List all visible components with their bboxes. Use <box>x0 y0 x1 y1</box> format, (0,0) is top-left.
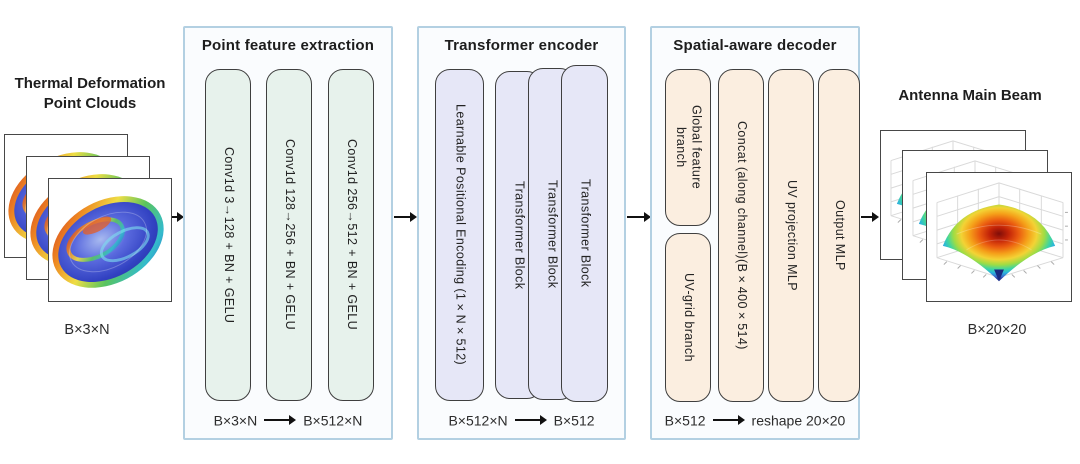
panel-spatial-aware-decoder: Spatial-aware decoder Global feature bra… <box>650 26 860 440</box>
uv-projection-mlp-label: UV projection MLP <box>784 179 799 291</box>
conv1d-block-2-label: Conv1d 128→256 + BN + GELU <box>282 139 297 331</box>
beam-surface-art <box>936 182 1068 282</box>
flow-from: B×3×N <box>213 412 258 428</box>
flow-to: B×512 <box>553 412 595 428</box>
global-feature-branch-block: Global feature branch <box>665 69 711 226</box>
conv1d-block-1: Conv1d 3→128 + BN + GELU <box>205 69 251 401</box>
positional-encoding-block: Learnable Positional Encoding (1×N×512) <box>435 69 484 401</box>
concat-label: Concat (along channel)(B×400×514) <box>734 121 749 350</box>
decoder-shape-flow: B×512 reshape 20×20 <box>652 411 858 428</box>
concat-block: Concat (along channel)(B×400×514) <box>718 69 764 402</box>
uv-grid-branch-block: UV-grid branch <box>665 233 711 402</box>
extraction-shape-flow: B×3×N B×512×N <box>185 411 391 428</box>
flow-to: reshape 20×20 <box>751 412 846 428</box>
conv1d-block-3-label: Conv1d 256→512 + BN + GELU <box>344 139 359 331</box>
output-dim-label: B×20×20 <box>967 322 1027 338</box>
transformer-block-2-label: Transformer Block <box>545 179 560 289</box>
point-cloud-frame-front <box>48 178 172 302</box>
conv1d-block-3: Conv1d 256→512 + BN + GELU <box>328 69 374 401</box>
conv1d-block-1-label: Conv1d 3→128 + BN + GELU <box>221 146 236 324</box>
beam-frame-front <box>926 172 1072 302</box>
transformer-block-3: Transformer Block <box>561 65 608 402</box>
point-cloud-art <box>52 196 164 288</box>
panel-point-feature-extraction: Point feature extraction Conv1d 3→128 + … <box>183 26 393 440</box>
arrow-icon <box>712 415 745 425</box>
flow-from: B×512 <box>664 412 706 428</box>
uv-grid-branch-label: UV-grid branch <box>681 273 696 362</box>
positional-encoding-label: Learnable Positional Encoding (1×N×512) <box>453 104 468 366</box>
panel-title: Point feature extraction <box>201 37 375 54</box>
flow-to: B×512×N <box>303 412 363 428</box>
flow-arrow-extraction-to-encoder <box>394 211 417 223</box>
transformer-block-1-label: Transformer Block <box>512 180 527 290</box>
flow-from: B×512×N <box>448 412 508 428</box>
global-feature-branch-label: Global feature branch <box>674 105 704 190</box>
input-title-line1: Thermal Deformation <box>14 75 166 92</box>
flow-arrow-decoder-to-output <box>861 211 879 223</box>
output-title: Antenna Main Beam <box>898 87 1042 104</box>
transformer-block-3-label: Transformer Block <box>578 179 593 288</box>
input-title: Thermal Deformation Point Clouds <box>5 74 175 115</box>
flow-arrow-input-to-extraction <box>172 211 184 223</box>
panel-title: Spatial-aware decoder <box>673 37 837 54</box>
input-title-line2: Point Clouds <box>43 95 137 113</box>
panel-title: Transformer encoder <box>444 37 599 54</box>
input-dim-label: B×3×N <box>64 322 110 338</box>
encoder-shape-flow: B×512×N B×512 <box>419 411 624 428</box>
arrow-icon <box>514 415 547 425</box>
arrow-icon <box>264 415 297 425</box>
output-mlp-block: Output MLP <box>818 69 860 402</box>
conv1d-block-2: Conv1d 128→256 + BN + GELU <box>266 69 312 401</box>
output-mlp-label: Output MLP <box>832 200 847 271</box>
uv-projection-mlp-block: UV projection MLP <box>768 69 814 402</box>
flow-arrow-encoder-to-decoder <box>627 211 651 223</box>
panel-transformer-encoder: Transformer encoder Learnable Positional… <box>417 26 626 440</box>
